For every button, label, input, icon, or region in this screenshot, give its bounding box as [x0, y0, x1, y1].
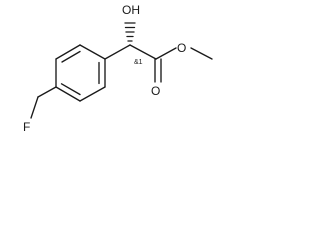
fluorine-connector — [30, 96, 39, 119]
ring-double-bond-bottom-left — [60, 83, 81, 96]
ring-double-bond-top-left — [61, 50, 81, 63]
benzene-ring — [55, 44, 106, 102]
ring-to-stereocenter-bond — [104, 44, 131, 60]
molecule-diagram: F OH &1 O O — [23, 3, 213, 134]
ring-bond-top-right — [55, 44, 81, 60]
fluorine-label: F — [23, 120, 30, 134]
carbon-fluorine-bond — [37, 86, 57, 98]
stereocenter-to-carbonyl-bond — [129, 44, 157, 60]
stereo-label: &1 — [134, 59, 143, 66]
ester-oxygen-label: O — [177, 41, 186, 55]
carbonyl-oxygen-label: O — [151, 84, 160, 98]
carbonyl-to-ester-oxygen-bond — [155, 47, 177, 60]
hydroxyl-label: OH — [122, 3, 140, 17]
hashed-wedge-bond — [124, 22, 136, 42]
ester-oxygen-to-methyl-bond — [190, 47, 213, 60]
chemical-structure-canvas: F OH &1 O O — [0, 0, 253, 137]
ring-bond-bottom-left — [55, 86, 81, 102]
ring-bond-bottom-right — [79, 86, 106, 102]
ring-bond-top-left — [79, 44, 106, 60]
